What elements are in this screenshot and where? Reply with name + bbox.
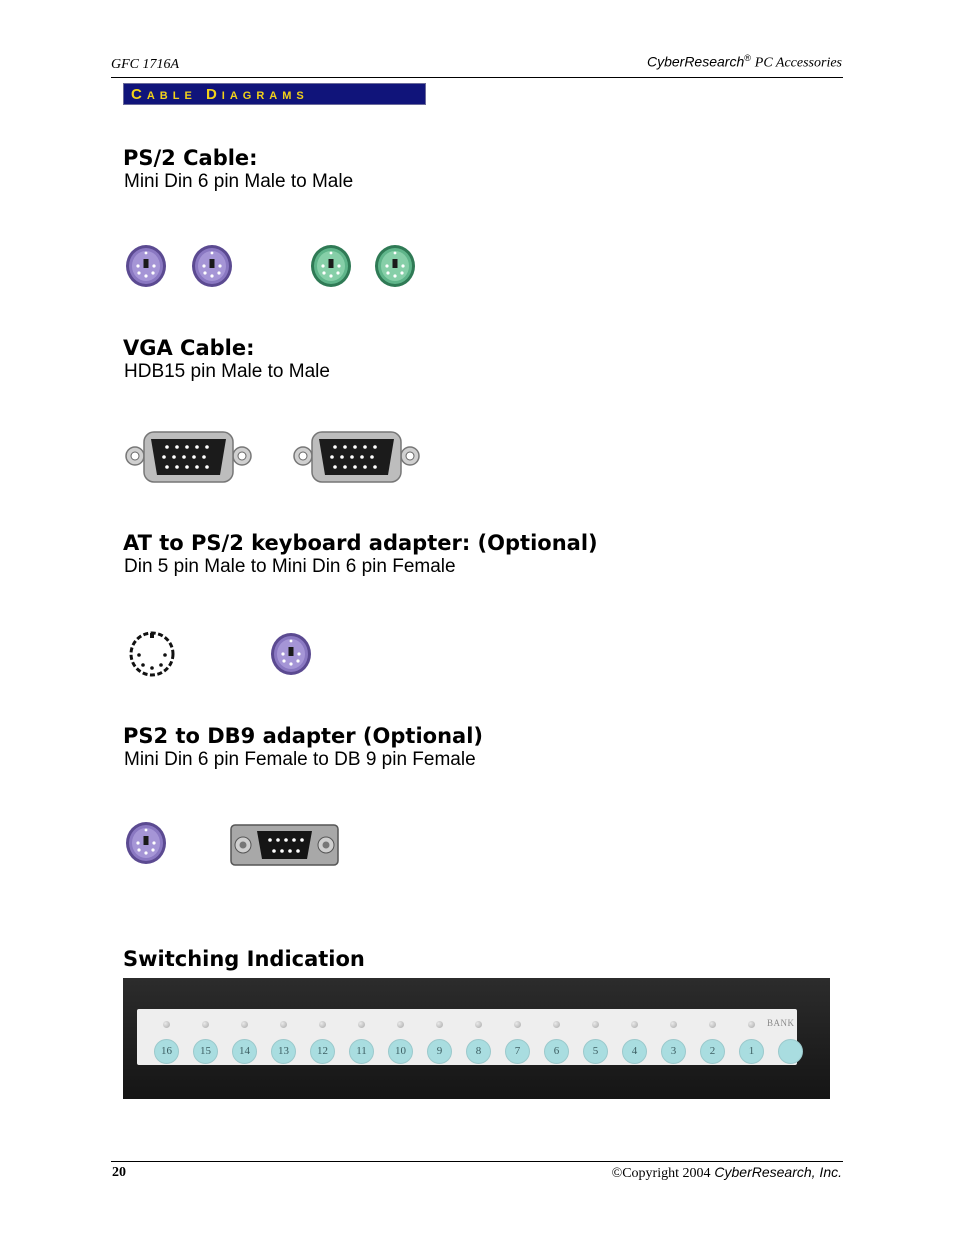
at-ps2-adapter-title: AT to PS/2 keyboard adapter: (Optional) [123, 531, 598, 555]
led-indicator-2 [709, 1021, 716, 1028]
footer-copyright: ©Copyright 2004 [611, 1166, 711, 1181]
led-indicator-9 [436, 1021, 443, 1028]
bank-button [778, 1039, 803, 1064]
registered-mark: ® [744, 53, 751, 63]
port-button-13: 13 [271, 1039, 296, 1064]
ps2-connector-db9-icon [125, 821, 167, 865]
port-button-8: 8 [466, 1039, 491, 1064]
bank-label: BANK [767, 1018, 795, 1028]
section-banner: Cable Diagrams [123, 83, 426, 105]
led-indicator-16 [163, 1021, 170, 1028]
port-button-9: 9 [427, 1039, 452, 1064]
led-indicator-5 [592, 1021, 599, 1028]
din5-connector-icon [124, 631, 180, 677]
port-button-7: 7 [505, 1039, 530, 1064]
footer-company: CyberResearch, Inc. [714, 1164, 842, 1180]
ps2-cable-title: PS/2 Cable: [123, 146, 258, 170]
port-button-3: 3 [661, 1039, 686, 1064]
led-indicator-7 [514, 1021, 521, 1028]
banner-title: Cable Diagrams [131, 86, 309, 103]
port-button-1: 1 [739, 1039, 764, 1064]
switching-indication-title: Switching Indication [123, 947, 365, 971]
led-strip: 16 15 14 13 12 11 10 9 8 7 6 5 4 3 2 1 B… [137, 1009, 803, 1065]
port-button-11: 11 [349, 1039, 374, 1064]
footer-copyright-line: ©Copyright 2004 CyberResearch, Inc. [612, 1164, 842, 1182]
port-button-4: 4 [622, 1039, 647, 1064]
ps2-connector-green-2-icon [374, 244, 416, 288]
footer-rule [111, 1161, 843, 1162]
ps2-connector-purple-1-icon [125, 244, 167, 288]
vga-connector-1-icon [125, 430, 253, 484]
led-indicator-15 [202, 1021, 209, 1028]
header-tagline: PC Accessories [754, 55, 842, 71]
header-rule [111, 77, 843, 78]
led-indicator-11 [358, 1021, 365, 1028]
at-ps2-adapter-subtitle: Din 5 pin Male to Mini Din 6 pin Female [124, 556, 456, 577]
ps2-connector-purple-2-icon [191, 244, 233, 288]
vga-cable-title: VGA Cable: [123, 336, 255, 360]
ps2-connector-green-1-icon [310, 244, 352, 288]
led-indicator-1 [748, 1021, 755, 1028]
port-button-14: 14 [232, 1039, 257, 1064]
ps2-db9-adapter-title: PS2 to DB9 adapter (Optional) [123, 724, 483, 748]
ps2-db9-adapter-subtitle: Mini Din 6 pin Female to DB 9 pin Female [124, 749, 476, 770]
port-button-10: 10 [388, 1039, 413, 1064]
port-button-12: 12 [310, 1039, 335, 1064]
led-indicator-3 [670, 1021, 677, 1028]
led-indicator-6 [553, 1021, 560, 1028]
ps2-cable-subtitle: Mini Din 6 pin Male to Male [124, 171, 354, 192]
led-indicator-10 [397, 1021, 404, 1028]
led-indicator-12 [319, 1021, 326, 1028]
port-button-6: 6 [544, 1039, 569, 1064]
port-button-15: 15 [193, 1039, 218, 1064]
db9-connector-icon [230, 824, 340, 866]
header-brand-line: CyberResearch® PC Accessories [647, 53, 842, 72]
led-indicator-13 [280, 1021, 287, 1028]
vga-connector-2-icon [293, 430, 421, 484]
switching-panel-photo: 16 15 14 13 12 11 10 9 8 7 6 5 4 3 2 1 B… [123, 978, 830, 1099]
vga-cable-subtitle: HDB15 pin Male to Male [124, 361, 330, 382]
led-indicator-8 [475, 1021, 482, 1028]
header-model: GFC 1716A [111, 57, 180, 72]
ps2-female-connector-icon [270, 632, 312, 676]
port-button-5: 5 [583, 1039, 608, 1064]
page-number: 20 [112, 1165, 126, 1180]
port-button-16: 16 [154, 1039, 179, 1064]
header-brand: CyberResearch [646, 53, 745, 70]
port-button-2: 2 [700, 1039, 725, 1064]
led-indicator-4 [631, 1021, 638, 1028]
led-indicator-14 [241, 1021, 248, 1028]
